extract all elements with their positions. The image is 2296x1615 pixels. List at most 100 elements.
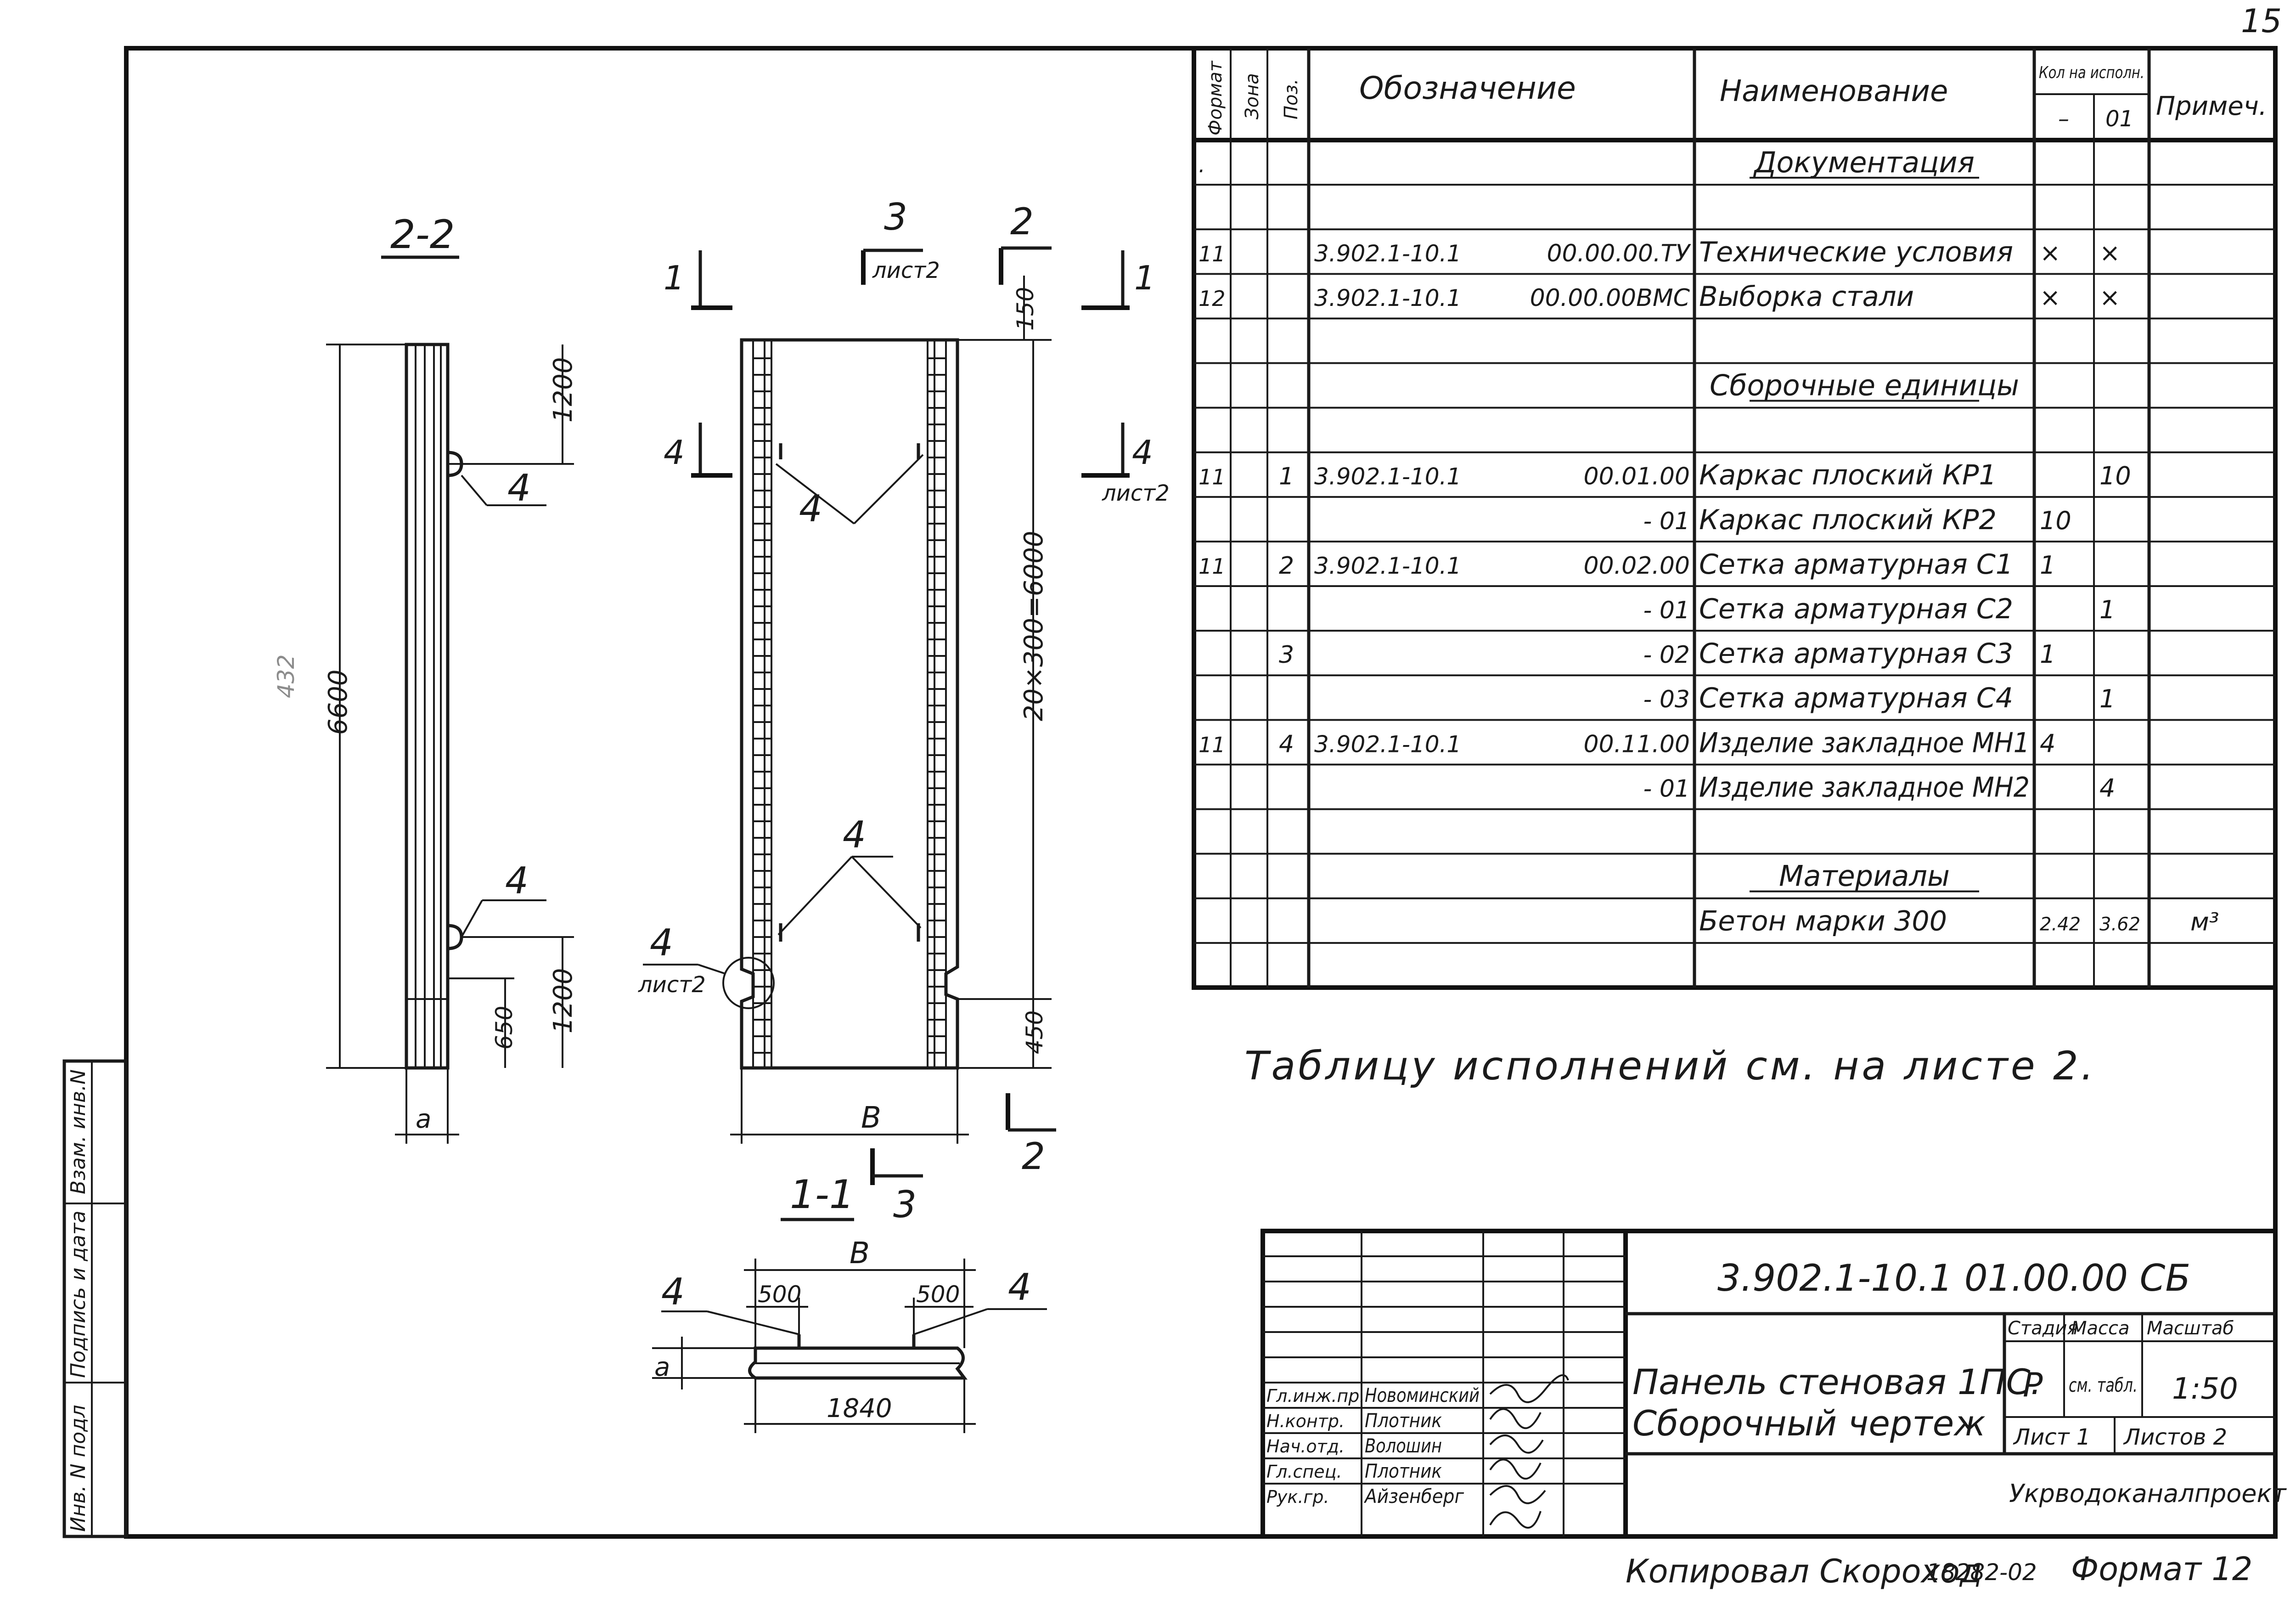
header-name: Наименование [1720,74,1948,108]
cell-des-code: 3.902.1-10.1 [1314,240,1461,267]
cell-name: Сетка арматурная С1 [1699,548,2013,581]
tb-scale: 1:50 [2172,1372,2238,1406]
cell-des-code: 3.902.1-10.1 [1314,553,1461,579]
front-elevation: 4 4 4 лист2 150 20×300=6000 450 В 1-1 1 [638,196,1170,1226]
cell-name: Изделие закладное МН2 [1699,771,2030,803]
cell-q2: 10 [2099,462,2131,491]
stamp-vzam-inv: Взам. инв.N [67,1069,90,1194]
cell-name: Сетка арматурная С4 [1699,682,2013,714]
page-number: 15 [2241,2,2282,40]
header-qty-b: 01 [2105,106,2133,132]
signer-name: Новоминский [1365,1384,1480,1406]
cell-note: м³ [2190,908,2219,937]
stamp-podpis-data: Подпись и дата [67,1211,90,1378]
tb-sheets: Листов 2 [2123,1424,2227,1450]
cell-q1: 10 [2040,506,2071,535]
tb-stage-label: Стадия [2008,1318,2078,1339]
section-heading: Документация [1753,146,1975,179]
cell-des-suffix: - 01 [1643,508,1690,535]
signer-role: Рук.гр. [1266,1487,1329,1507]
cut-4-sheet-ref: лист2 [1102,480,1170,506]
dim-height-total: 6600 [323,669,353,735]
cell-q1: 1 [2040,640,2055,669]
callout-4-plan-left: 4 [661,1271,685,1313]
section-heading: Сборочные единицы [1710,368,2019,402]
cell-des-code: 3.902.1-10.1 [1314,731,1461,757]
cell-des-suffix: 00.00.00.ТУ [1547,240,1691,267]
tb-designation: 3.902.1-10.1 01.00.00 СБ [1717,1257,2190,1299]
section-1-1-label: 1-1 [790,1172,854,1218]
header-note: Примеч. [2156,91,2267,121]
tb-title-line1: Панель стеновая 1ПС. [1632,1361,2042,1402]
section-heading: Материалы [1779,859,1950,893]
stamp-inv-podl: Инв. N подл [67,1405,90,1532]
dim-500-left: 500 [758,1281,801,1308]
cell-q1: 2.42 [2040,914,2081,935]
signer-name: Волошин [1365,1434,1442,1457]
spec-table: Формат Зона Поз. Обозначение Наименовани… [1192,46,2278,990]
plan-section: В 500 500 1840 a 4 4 [652,1237,1047,1433]
cut-3-bottom: 3 [893,1183,917,1226]
cell-pos: 3 [1279,641,1294,669]
callout-4-bottom-side: 4 [505,859,529,902]
dim-150: 150 [1012,287,1039,331]
cell-q2: 1 [2099,595,2115,624]
footer-number: 18282-02 [1926,1559,2037,1586]
footer-format: Формат 12 [2071,1550,2252,1588]
signer-name: Плотник [1365,1409,1442,1432]
cell-des-code: 3.902.1-10.1 [1314,285,1461,311]
tb-title-line2: Сборочный чертеж [1632,1403,1986,1444]
cell-name: Выборка стали [1699,281,1914,313]
header-format: Формат [1205,60,1226,136]
header-zone: Зона [1242,73,1263,119]
dim-a-side: a [416,1104,431,1134]
header-pos: Поз. [1281,79,1302,119]
dim-main: 20×300=6000 [1019,531,1049,721]
tb-sheet: Лист 1 [2013,1424,2090,1450]
dim-a-plan: a [654,1352,670,1382]
side-stamp: Взам. инв.N Подпись и дата Инв. N подл [62,1059,128,1538]
dim-top-1200: 1200 [548,357,578,423]
cell-q1: × [2040,283,2060,312]
cell-pos: 2 [1279,552,1294,580]
cut-2-top: 2 [1010,200,1034,243]
cell-format: 11 [1199,465,1226,490]
cut-1-right: 1 [1134,259,1155,297]
cell-des-suffix: - 01 [1643,775,1690,802]
cell-des-suffix: - 01 [1643,597,1690,624]
cell-pos: 1 [1279,463,1294,491]
cell-format: 11 [1199,554,1226,579]
cell-q2: 4 [2099,774,2115,802]
dim-height-faint: 432 [273,655,299,698]
cell-name: Каркас плоский КР1 [1699,459,1997,491]
cut-2-bottom: 2 [1022,1135,1045,1178]
cell-des-suffix: 00.01.00 [1583,463,1690,491]
cell-q1: 4 [2040,729,2055,758]
cell-format: 11 [1199,242,1226,266]
tb-scale-label: Масштаб [2147,1318,2234,1339]
signature-rows: Гл.инж.пр.НовоминскийН.контр.ПлотникНач.… [1266,1384,1480,1508]
dim-B-plan: В [850,1237,870,1271]
cell-des-suffix: - 02 [1643,641,1690,669]
cell-des-suffix: 00.00.00ВМС [1530,284,1690,312]
callout-4-plan-right: 4 [1008,1266,1031,1309]
signer-role: Гл.инж.пр. [1266,1386,1365,1406]
header-qty-a: – [2058,106,2069,132]
cell-des-suffix: 00.11.00 [1583,730,1690,758]
cut-4-left: 4 [664,433,685,472]
dim-650: 650 [491,1006,518,1050]
cell-name: Сетка арматурная С3 [1699,638,2013,670]
section-2-2: 2-2 6600 432 1200 1200 650 a [273,212,578,1144]
header-designation: Обозначение [1359,70,1576,107]
cell-name: Технические условия [1699,236,2013,268]
dim-B-front: В [861,1101,881,1135]
cell-format: 12 [1199,286,1226,311]
cell-des-code: 3.902.1-10.1 [1314,463,1461,490]
signer-name: Айзенберг [1363,1485,1464,1508]
cell-q2: × [2099,238,2120,267]
cell-pos: 4 [1279,730,1294,758]
cell-format: 11 [1199,732,1226,757]
cell-name: Изделие закладное МН1 [1699,727,2030,759]
title-block: Гл.инж.пр.НовоминскийН.контр.ПлотникНач.… [1261,1229,2287,1539]
